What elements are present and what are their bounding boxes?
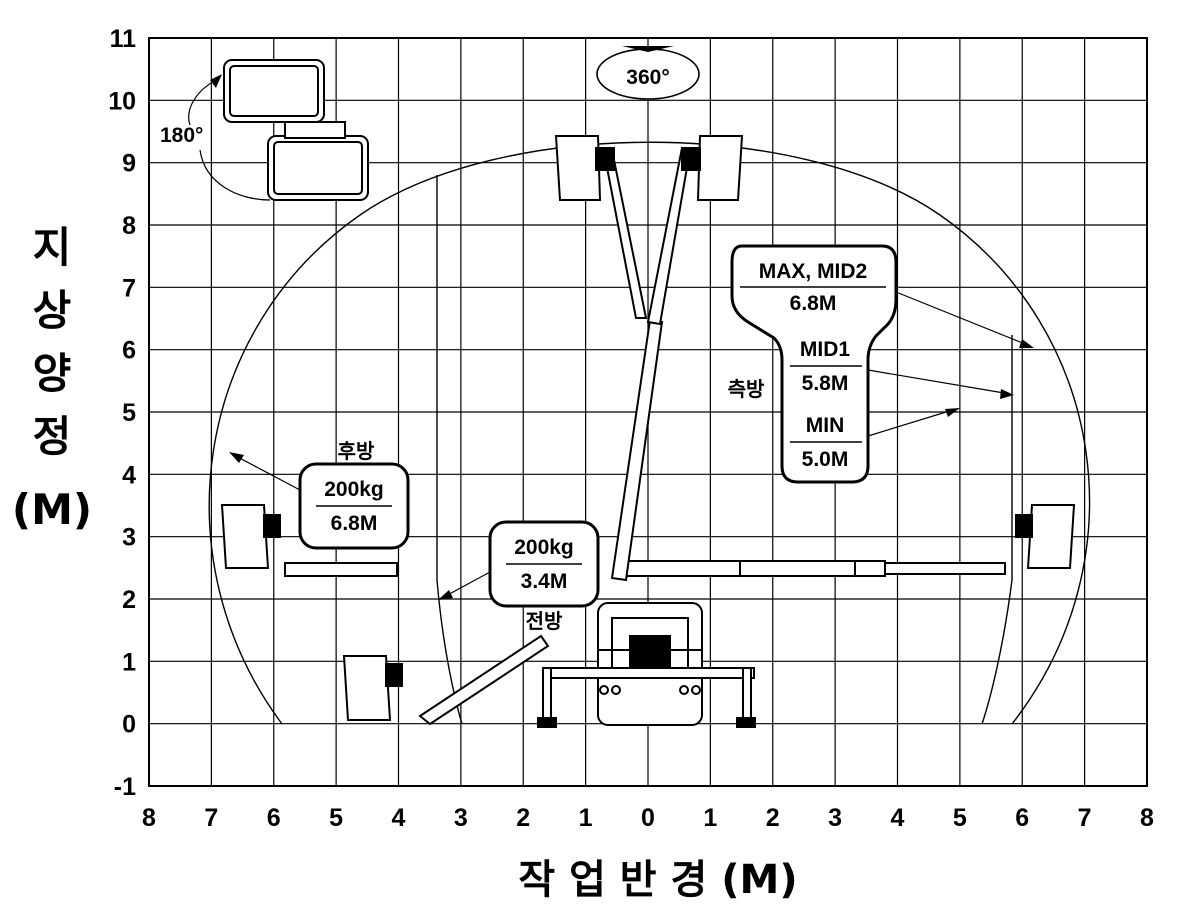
y-tick-label: 11 <box>110 25 137 53</box>
x-axis-ticks: 8 7 6 5 4 3 2 1 0 1 2 3 4 5 6 7 8 <box>142 804 1154 832</box>
front-callout: 200kg 3.4M 전방 <box>438 520 600 633</box>
machine-body <box>537 602 756 728</box>
rear-reach-label: 6.8M <box>331 512 378 535</box>
x-tick-label: 6 <box>1015 804 1029 832</box>
x-tick-label: 1 <box>579 804 593 832</box>
x-axis-title: 작 업 반 경 (M) <box>518 857 797 903</box>
y-axis-title: 지 상 양 정 (M) <box>12 223 92 534</box>
x-tick-label: 3 <box>828 804 842 832</box>
y-tick-label: 7 <box>122 274 136 302</box>
platform-top-left <box>554 135 602 201</box>
x-tick-label: 5 <box>329 804 343 832</box>
y-title-char-2: 상 <box>33 286 72 335</box>
y-title-char-4: 정 <box>33 412 72 461</box>
rear-direction-label: 후방 <box>338 439 375 463</box>
x-tick-label: 0 <box>641 804 655 832</box>
x-tick-label: 7 <box>204 804 218 832</box>
x-tick-label: 1 <box>703 804 717 832</box>
side-callout: MAX, MID2 6.8M MID1 5.8M MIN 5.0M 측방 <box>728 244 1034 484</box>
x-tick-label: 7 <box>1078 804 1092 832</box>
y-tick-label: 1 <box>122 648 136 676</box>
x-tick-label: 2 <box>766 804 780 832</box>
x-tick-label: 6 <box>267 804 281 832</box>
side-max-mid2-reach: 6.8M <box>790 292 837 315</box>
envelope-front-3.4m <box>436 175 463 725</box>
y-title-char-3: 양 <box>33 349 72 398</box>
boom-positions <box>284 146 1006 726</box>
y-title-char-1: 지 <box>33 223 72 272</box>
x-tick-label: 4 <box>392 804 406 832</box>
y-tick-label: 0 <box>122 711 136 739</box>
y-tick-label: 10 <box>108 87 136 115</box>
side-min-label: MIN <box>806 414 845 437</box>
x-tick-label: 4 <box>891 804 905 832</box>
x-tick-label: 3 <box>454 804 468 832</box>
rear-callout: 후방 200kg 6.8M <box>229 439 410 550</box>
platform-front <box>342 655 392 721</box>
side-max-mid2-label: MAX, MID2 <box>759 260 868 283</box>
y-tick-label: 9 <box>122 150 136 178</box>
envelope-side-5.8m <box>981 335 1013 725</box>
y-tick-label: 6 <box>122 337 136 365</box>
platform-side <box>1026 504 1076 569</box>
envelope-outer <box>208 141 1091 725</box>
y-tick-label: 5 <box>122 399 136 427</box>
swing-inset: 180° <box>160 59 369 201</box>
front-direction-label: 전방 <box>526 609 563 633</box>
side-direction-label: 측방 <box>728 377 765 401</box>
side-min-reach: 5.0M <box>802 448 849 471</box>
x-tick-label: 8 <box>142 804 156 832</box>
y-title-unit: (M) <box>12 485 92 534</box>
rotation-label: 360° <box>626 66 669 89</box>
y-tick-label: 3 <box>122 524 136 552</box>
side-mid1-reach: 5.8M <box>802 372 849 395</box>
platform-top-right <box>696 135 744 201</box>
y-tick-label: -1 <box>114 773 136 801</box>
y-tick-label: 8 <box>122 212 136 240</box>
swing-angle-label: 180° <box>160 124 203 147</box>
platform-rear <box>220 504 270 569</box>
y-tick-label: 4 <box>122 461 136 489</box>
front-load-label: 200kg <box>514 536 574 559</box>
rotation-indicator: 360° <box>596 46 700 100</box>
x-tick-label: 8 <box>1140 804 1154 832</box>
y-tick-label: 2 <box>122 586 136 614</box>
rear-load-label: 200kg <box>324 478 384 501</box>
plot-frame <box>148 37 1148 787</box>
working-envelope <box>208 141 1091 725</box>
platforms <box>220 135 1076 721</box>
front-reach-label: 3.4M <box>521 570 568 593</box>
x-tick-label: 5 <box>953 804 967 832</box>
x-tick-label: 2 <box>516 804 530 832</box>
side-mid1-label: MID1 <box>800 338 850 361</box>
